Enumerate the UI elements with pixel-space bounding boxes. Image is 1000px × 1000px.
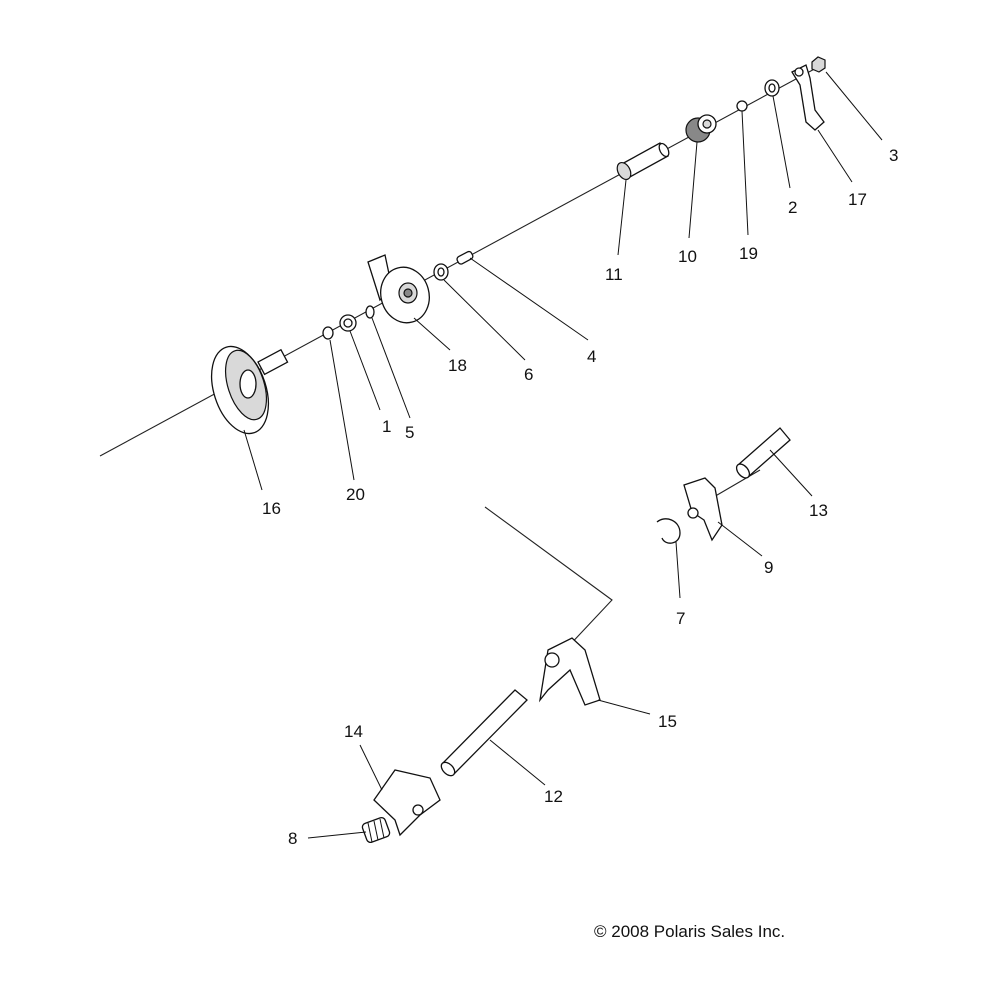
part-17-shift-arm[interactable] [791, 64, 825, 131]
leader-17 [817, 129, 853, 183]
part-3-nut[interactable] [811, 56, 826, 73]
callout-5: 5 [405, 423, 414, 442]
callout-8: 8 [288, 829, 297, 848]
callout-17: 17 [848, 190, 867, 209]
part-10-gear[interactable] [685, 114, 717, 143]
callout-6: 6 [524, 365, 533, 384]
callout-10: 10 [678, 247, 697, 266]
callout-15: 15 [658, 712, 677, 731]
leader-8 [307, 831, 367, 839]
leader-18 [413, 317, 451, 351]
leader-12 [489, 739, 546, 786]
leader-4 [469, 257, 589, 341]
part-4-pin[interactable] [456, 250, 474, 265]
callout-1: 1 [382, 417, 391, 436]
part-13-rail-rod[interactable] [734, 427, 791, 480]
leader-15 [597, 699, 651, 715]
callout-4: 4 [587, 347, 596, 366]
leader-9 [717, 521, 763, 557]
assembly-axis-lower [484, 506, 613, 651]
callout-14: 14 [344, 722, 363, 741]
part-2-washer-hole [768, 83, 776, 93]
callout-19: 19 [739, 244, 758, 263]
leader-14 [359, 744, 383, 791]
leader-19 [741, 110, 749, 236]
leader-5 [371, 317, 411, 419]
callout-9: 9 [764, 558, 773, 577]
leader-7 [675, 541, 681, 599]
part-14-shift-fork[interactable] [373, 769, 441, 837]
part-17-arm-hole [794, 67, 804, 77]
part-8-spring[interactable] [361, 816, 391, 844]
callout-16: 16 [262, 499, 281, 518]
part-15-shift-fork[interactable] [538, 637, 601, 706]
callout-12: 12 [544, 787, 563, 806]
leader-11 [617, 179, 627, 256]
leader-1 [349, 330, 381, 411]
leader-6 [443, 279, 526, 361]
part-6-washer-hole [437, 267, 445, 277]
part-9-shift-fork[interactable] [683, 477, 723, 542]
leader-20 [329, 339, 355, 481]
callout-20: 20 [346, 485, 365, 504]
copyright-notice: © 2008 Polaris Sales Inc. [594, 922, 786, 941]
callout-2: 2 [788, 198, 797, 217]
part-16-shift-drum[interactable] [201, 339, 289, 441]
leader-10 [688, 141, 698, 239]
leader-3 [825, 71, 883, 141]
part-7-circlip[interactable] [656, 518, 681, 544]
callout-7: 7 [676, 609, 685, 628]
leader-16 [243, 429, 263, 491]
part-18-shift-segment[interactable] [367, 254, 435, 328]
callout-3: 3 [889, 146, 898, 165]
part-12-shift-rail[interactable] [439, 689, 528, 778]
part-1-washer-hole [343, 318, 353, 328]
part-20-washer[interactable] [322, 326, 334, 340]
callout-18: 18 [448, 356, 467, 375]
part-11-shift-shaft[interactable] [614, 142, 670, 182]
leader-13 [769, 449, 813, 497]
callout-11: 11 [605, 265, 623, 284]
part-5-ring[interactable] [365, 305, 375, 319]
callout-13: 13 [809, 501, 828, 520]
part-19-clip[interactable] [736, 100, 748, 112]
leader-2 [772, 95, 791, 189]
